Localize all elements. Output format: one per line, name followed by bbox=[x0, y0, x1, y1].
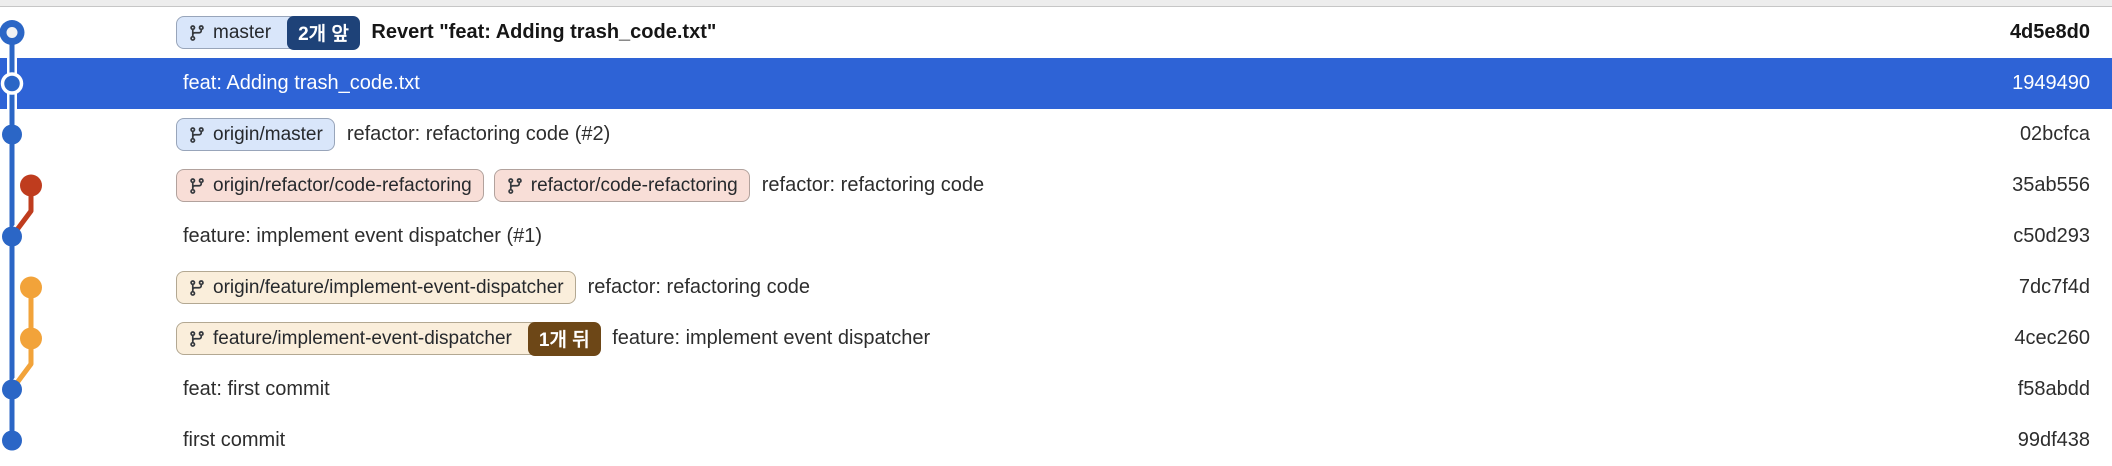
commit-node bbox=[2, 430, 22, 451]
commit-row[interactable]: master 2개 앞 Revert "feat: Adding trash_c… bbox=[0, 7, 2112, 58]
commit-hash: 7dc7f4d bbox=[2018, 276, 2090, 298]
top-divider-bar bbox=[0, 0, 2112, 7]
commit-message: refactor: refactoring code bbox=[587, 276, 810, 298]
git-branch-icon bbox=[506, 177, 524, 195]
git-branch-icon bbox=[188, 177, 206, 195]
commit-node bbox=[20, 276, 42, 299]
commit-hash: 4cec260 bbox=[2014, 327, 2090, 349]
branch-badge-label: origin/feature/implement-event-dispatche… bbox=[213, 276, 564, 298]
branch-badge-master[interactable]: master 2개 앞 bbox=[176, 15, 360, 50]
commit-hash: 02bcfca bbox=[2019, 123, 2090, 145]
branch-badge-refactor[interactable]: refactor/code-refactoring bbox=[493, 169, 750, 202]
commit-message: feat: first commit bbox=[183, 378, 330, 400]
branch-badge-feature[interactable]: feature/implement-event-dispatcher 1개 뒤 bbox=[176, 321, 601, 356]
commit-node bbox=[20, 174, 42, 197]
branch-badge-label: refactor/code-refactoring bbox=[530, 174, 738, 196]
commit-node bbox=[20, 327, 42, 350]
behind-count-badge: 1개 뒤 bbox=[527, 321, 601, 356]
commit-message: Revert "feat: Adding trash_code.txt" bbox=[371, 21, 717, 43]
commit-message: feature: implement event dispatcher bbox=[612, 327, 931, 349]
commit-message: refactor: refactoring code (#2) bbox=[346, 123, 611, 145]
branch-badge-label: feature/implement-event-dispatcher bbox=[213, 327, 512, 349]
branch-badge-label: origin/master bbox=[213, 123, 323, 145]
commit-hash: 99df438 bbox=[2017, 429, 2090, 451]
git-branch-icon bbox=[188, 24, 206, 42]
commit-row-selected[interactable]: feat: Adding trash_code.txt 1949490 bbox=[0, 58, 2112, 109]
branch-badge-origin-feature[interactable]: origin/feature/implement-event-dispatche… bbox=[176, 271, 576, 304]
commit-hash: 35ab556 bbox=[2012, 174, 2090, 196]
commit-row[interactable]: origin/refactor/code-refactoring refacto… bbox=[0, 160, 2112, 211]
commit-graph bbox=[0, 20, 42, 451]
git-branch-icon bbox=[188, 126, 206, 144]
ahead-count-badge: 2개 앞 bbox=[287, 15, 360, 50]
commit-hash: 4d5e8d0 bbox=[2009, 21, 2090, 43]
commit-row[interactable]: feature/implement-event-dispatcher 1개 뒤 … bbox=[0, 313, 2112, 364]
branch-badge-origin-master[interactable]: origin/master bbox=[176, 118, 335, 151]
commit-hash: c50d293 bbox=[2013, 225, 2090, 247]
commit-node-head-inner bbox=[6, 27, 18, 38]
commit-node bbox=[2, 226, 22, 247]
commit-list: master 2개 앞 Revert "feat: Adding trash_c… bbox=[0, 7, 2112, 466]
commit-node-selected bbox=[0, 72, 24, 95]
branch-line-feature bbox=[9, 285, 34, 392]
badge-group: origin/refactor/code-refactoring refacto… bbox=[176, 169, 750, 202]
badge-group: master 2개 앞 bbox=[176, 15, 360, 50]
git-branch-icon bbox=[188, 330, 206, 348]
commit-row[interactable]: origin/master refactor: refactoring code… bbox=[0, 109, 2112, 160]
commit-node bbox=[2, 379, 22, 400]
badge-group: origin/master bbox=[176, 118, 335, 151]
commit-message: refactor: refactoring code bbox=[761, 174, 985, 196]
commit-row[interactable]: feat: first commit f58abdd bbox=[0, 364, 2112, 415]
commit-row[interactable]: feature: implement event dispatcher (#1)… bbox=[0, 211, 2112, 262]
commit-node bbox=[2, 124, 22, 145]
commit-hash: 1949490 bbox=[2012, 72, 2090, 94]
branch-badge-label: master bbox=[213, 21, 272, 43]
branch-badge-label: origin/refactor/code-refactoring bbox=[213, 174, 472, 196]
commit-row[interactable]: origin/feature/implement-event-dispatche… bbox=[0, 262, 2112, 313]
branch-badge-origin-refactor[interactable]: origin/refactor/code-refactoring bbox=[176, 169, 484, 202]
badge-group: origin/feature/implement-event-dispatche… bbox=[176, 271, 576, 304]
badge-group: feature/implement-event-dispatcher 1개 뒤 bbox=[176, 321, 601, 356]
commit-hash: f58abdd bbox=[2017, 378, 2090, 400]
commit-row[interactable]: first commit 99df438 bbox=[0, 415, 2112, 466]
git-branch-icon bbox=[188, 279, 206, 297]
commit-message: feat: Adding trash_code.txt bbox=[183, 72, 420, 94]
commit-message: first commit bbox=[183, 429, 286, 451]
commit-message: feature: implement event dispatcher (#1) bbox=[183, 225, 543, 247]
